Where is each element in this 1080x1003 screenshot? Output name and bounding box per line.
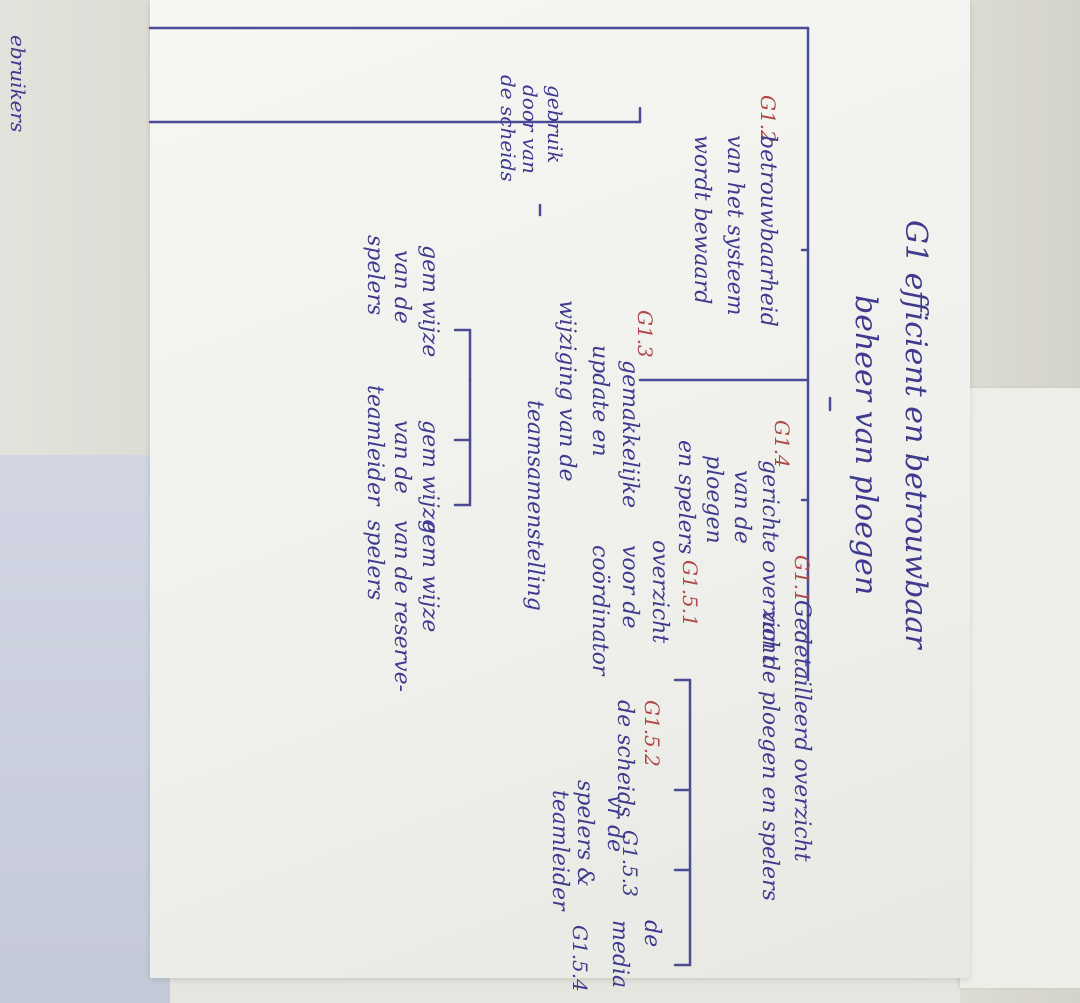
title-line-2: beheer van ploegen [848,295,883,596]
sub1-text-2: van de [389,250,414,324]
sub-bracket-line [453,328,472,507]
g11-code: G1.1 [790,555,814,603]
sub2-text-2: van de [389,420,414,494]
sub1-text-3: spelers [362,235,387,316]
g151-code: G1.5.1 [678,560,702,627]
title-line-1: G1 efficient en betrouwbaar [898,220,933,649]
g15-bracket-line [673,678,692,967]
sub1-text-1: gem wijze [417,245,442,358]
g11-text-1: Gedetailleerd overzicht [789,600,814,862]
g13-text-4: teamsamenstelling [522,400,547,611]
g12-text-3: wordt bewaard [689,135,714,305]
sub2-text-3: teamleider [362,385,387,506]
g153-text-1: de [639,920,664,948]
sub3-text-1: gem wijze [417,520,442,633]
g12-text-1: betrouwbaarheid [755,135,780,327]
g151-text-3: coördinator [587,545,612,676]
g13-text-3: wijziging van de [554,300,579,482]
g153-text-2: media [607,920,632,989]
g14-text-2: van de [729,470,754,544]
g13-text-1: gemakkelijke [617,360,642,509]
g14-text-3: ploegen [701,455,726,544]
g151-text-2: voor de [617,545,642,629]
g13-code: G1.3 [633,310,657,358]
g152-text-4: teamleider [547,790,572,911]
sub3-text-3: spelers [362,520,387,601]
left-fragment-2: gebruik [543,85,567,164]
paper-sheet-behind [960,388,1080,988]
g152-code: G1.5.2 [640,700,664,767]
g12-text-2: van het systeem [722,135,747,316]
background-table-top [0,0,160,470]
background-blue-sheet [0,455,170,1003]
g13-text-2: update en [587,345,612,457]
sub2-text-1: gem wijze [417,420,442,533]
paper-sheet-main [150,0,970,978]
g14-text-4: en spelers [673,440,698,555]
left-fragment-4: de scheids [496,75,520,182]
g14-text-1: gerichte overzicht [757,460,782,664]
left-fragment-3: door van [518,85,542,174]
g153-code: G1.5.3 [618,830,642,897]
g154-code: G1.5.4 [568,925,592,992]
g152-text-3: spelers & [572,780,597,887]
g151-text-1: overzicht [647,540,672,644]
sub3-text-2: van de reserve- [389,520,414,693]
left-fragment-1: ebruikers [6,35,30,133]
